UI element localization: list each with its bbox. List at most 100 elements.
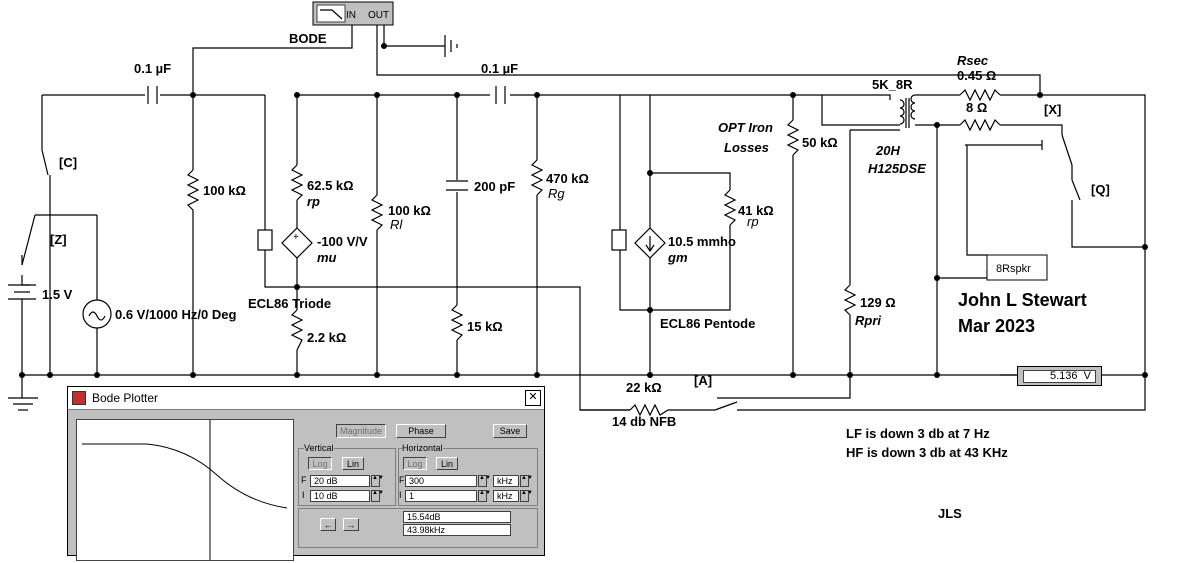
bode-instrument-block[interactable] <box>312 1 394 26</box>
horizontal-initial-unit[interactable]: kHz <box>493 490 519 502</box>
ac-source-symbol <box>82 299 112 329</box>
rfb-label: 22 kΩ <box>626 380 662 395</box>
horizontal-initial-spinner[interactable]: ▲▼ <box>478 490 491 502</box>
bode-out-label: OUT <box>368 10 389 21</box>
horizontal-initial-field[interactable]: 1 <box>405 490 477 502</box>
gm-label: 10.5 mmho <box>668 234 736 249</box>
resistor-grid <box>186 169 200 211</box>
src1-label: -100 V/V <box>317 234 368 249</box>
readout-frequency: 43.98kHz <box>403 524 511 536</box>
readout-group <box>298 508 538 548</box>
bode-plotter-window[interactable]: Bode Plotter ✕ Magnitude Phase Save Vert… <box>67 386 545 561</box>
vertical-initial-spinner[interactable]: ▲▼ <box>371 490 384 502</box>
lf-note: LF is down 3 db at 7 Hz <box>846 426 990 441</box>
rsec-name: Rsec <box>957 53 989 68</box>
capacitor-200pf <box>446 180 468 191</box>
horizontal-final-unit-spinner[interactable]: ▲▼ <box>520 475 533 487</box>
horizontal-final-spinner[interactable]: ▲▼ <box>478 475 491 487</box>
horizontal-log-button[interactable]: Log <box>403 457 427 470</box>
r8-label: 8 Ω <box>966 100 987 115</box>
app-icon <box>72 391 86 405</box>
horizontal-lin-button[interactable]: Lin <box>436 457 458 470</box>
resistor-rg <box>530 159 544 196</box>
capacitor-c2 <box>495 86 506 104</box>
vertical-lin-button[interactable]: Lin <box>342 457 364 470</box>
nfb-label: 14 db NFB <box>612 414 676 429</box>
author-text: John L Stewart <box>958 290 1087 310</box>
resistor-rp2 <box>723 189 737 226</box>
transformer-symbol <box>899 94 916 128</box>
rp2-label: 41 kΩ <box>738 203 774 218</box>
opt-label-1: OPT Iron <box>718 120 773 135</box>
vertical-label: Vertical <box>304 443 334 453</box>
resistor-nfb <box>629 403 669 417</box>
vertical-group <box>298 448 396 506</box>
capacitor-c1 <box>147 86 158 104</box>
switch-q-label: [Q] <box>1091 182 1110 197</box>
voltmeter[interactable]: 5.136 V <box>1017 366 1102 386</box>
c2-label: 0.1 µF <box>481 61 518 76</box>
triode-label: ECL86 Triode <box>248 296 331 311</box>
rpri-name: Rpri <box>855 313 881 328</box>
resistor-rk1 <box>290 309 304 351</box>
bode-in-label: IN <box>346 10 356 21</box>
cursor-left-button[interactable]: ← <box>320 518 336 531</box>
resistor-15k <box>450 304 464 341</box>
vertical-log-button[interactable]: Log <box>308 457 332 470</box>
horizontal-final-field[interactable]: 300 <box>405 475 477 487</box>
speaker-block <box>986 254 1048 281</box>
rp2-name: rp <box>747 214 759 229</box>
resistor-rl1 <box>370 194 384 231</box>
vertical-final-field[interactable]: 20 dB <box>310 475 370 487</box>
save-button[interactable]: Save <box>493 424 527 438</box>
switch-a-label: [A] <box>694 373 712 388</box>
switch-c-label: [C] <box>59 155 77 170</box>
battery-symbol <box>8 284 36 375</box>
rp1-label: 62.5 kΩ <box>307 178 354 193</box>
bode-label: BODE <box>289 31 327 46</box>
date-text: Mar 2023 <box>958 316 1035 336</box>
rg-name: Rg <box>548 186 565 201</box>
xfmr-l-label: 20H <box>875 143 900 158</box>
magnitude-button[interactable]: Magnitude <box>336 424 386 438</box>
rg-label: 470 kΩ <box>546 171 589 186</box>
rk1-label: 2.2 kΩ <box>307 330 346 345</box>
readout-magnitude: 15.54dB <box>403 511 511 523</box>
vertical-initial-field[interactable]: 10 dB <box>310 490 370 502</box>
bode-window-title: Bode Plotter <box>92 391 159 405</box>
r-grid-label: 100 kΩ <box>203 183 246 198</box>
src1-name: mu <box>317 250 337 265</box>
rsec-label: 0.45 Ω <box>957 68 996 83</box>
cp-label: 200 pF <box>474 179 515 194</box>
junction-dots <box>19 43 1148 378</box>
voltmeter-display: 5.136 V <box>1023 370 1096 383</box>
horizontal-i-label: I <box>399 490 402 500</box>
pentode-dependent-source <box>611 227 666 259</box>
cursor-right-button[interactable]: → <box>343 518 359 531</box>
horizontal-group <box>398 448 538 506</box>
vertical-i-label: I <box>302 490 305 500</box>
resistor-rp1 <box>290 164 304 201</box>
horizontal-initial-unit-spinner[interactable]: ▲▼ <box>520 490 533 502</box>
bode-plot-area[interactable] <box>76 419 294 561</box>
rl1-label: 100 kΩ <box>388 203 431 218</box>
vertical-f-label: F <box>301 475 307 485</box>
switch-z-label: [Z] <box>50 232 67 247</box>
resistor-8ohm <box>959 118 1001 132</box>
close-icon[interactable]: ✕ <box>525 390 541 406</box>
ac-source-label: 0.6 V/1000 Hz/0 Deg <box>115 307 236 322</box>
horizontal-final-unit[interactable]: kHz <box>493 475 519 487</box>
initials-text: JLS <box>938 506 962 521</box>
vertical-final-spinner[interactable]: ▲▼ <box>371 475 384 487</box>
horizontal-f-label: F <box>399 475 405 485</box>
triode-dependent-source: + <box>257 227 313 259</box>
hf-note: HF is down 3 db at 43 KHz <box>846 445 1008 460</box>
opt-label-2: Losses <box>724 140 769 155</box>
ground-symbol-bode <box>444 35 458 57</box>
rl1-name: Rl <box>390 217 403 232</box>
phase-button[interactable]: Phase <box>396 424 446 438</box>
bode-window-titlebar[interactable]: Bode Plotter ✕ <box>68 387 544 410</box>
bode-curve <box>82 420 288 560</box>
rpri-label: 129 Ω <box>860 295 896 310</box>
